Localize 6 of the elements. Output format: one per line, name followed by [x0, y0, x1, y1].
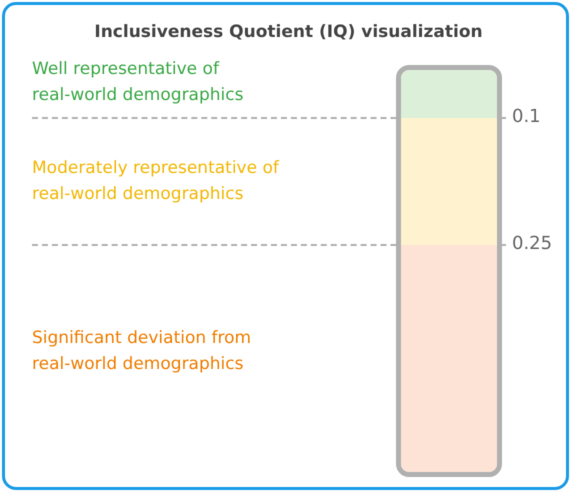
threshold-value: 0.1 [512, 106, 541, 127]
zone-description: Well representative of real-world demographics [32, 58, 244, 107]
zone-description: Moderately representative of real-world demographics [32, 157, 280, 206]
chart-title: Inclusiveness Quotient (IQ) visualization [93, 22, 484, 42]
zone-description: Significant deviation from real-world demographics [32, 327, 252, 376]
threshold-value: 0.25 [512, 233, 552, 254]
